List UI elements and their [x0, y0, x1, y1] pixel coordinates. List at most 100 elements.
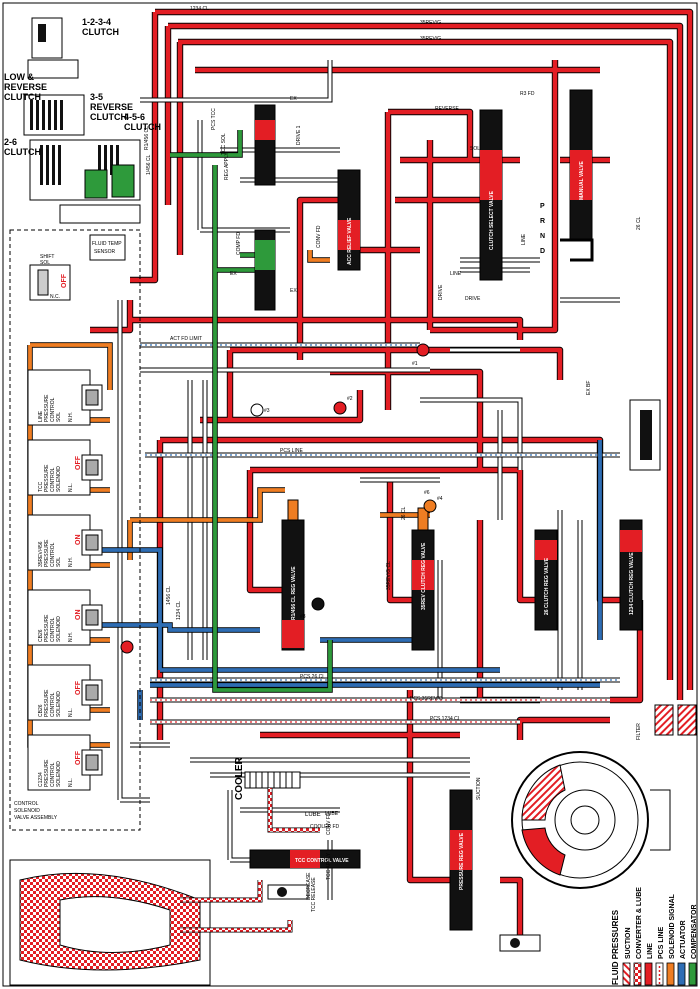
torque-converter — [9, 859, 293, 986]
line-tag: 35REV/G — [420, 36, 441, 42]
solenoid-state: OFF — [75, 680, 82, 695]
line-tag: TCC APPLY — [326, 852, 332, 880]
line-tag: DRIVE — [465, 296, 481, 302]
line-tag: PCS 35REV/G — [410, 696, 443, 702]
line-tag: EX — [290, 96, 297, 102]
line-tag: EX — [230, 271, 237, 277]
svg-text:COMPENSATOR: COMPENSATOR — [691, 904, 698, 959]
shift-sol-state: OFF — [61, 273, 68, 288]
default-regulator-valve — [629, 399, 661, 471]
line-tag: EX BF — [586, 381, 592, 395]
cooler — [244, 771, 320, 833]
legend-item: PCS LINE — [655, 926, 665, 986]
line-tag: FILTER — [636, 723, 642, 740]
line-tag: CONV FD — [316, 225, 322, 248]
legend-title: FLUID PRESSURES — [611, 909, 620, 985]
line-tag: COOLER FD — [310, 824, 340, 830]
prnd-label: P R N D — [540, 203, 547, 255]
valve-1234-clutch: 1234 CLUTCH REG VALVE — [619, 519, 643, 631]
control-solenoid-label: CONTROL SOLENOID VALVE ASSEMBLY — [14, 801, 58, 821]
solenoid-type: N.L. — [68, 483, 74, 492]
line-tag: PCS 1234 CL — [430, 716, 461, 722]
line-tag: PCS TCC — [211, 108, 217, 130]
fluid-temp-sensor — [89, 234, 126, 261]
line-tag: SUCTION — [476, 777, 482, 800]
solenoid-name: LINEPRESSURECONTROLSOL — [38, 394, 62, 422]
solenoid-state: ON — [75, 610, 82, 621]
compensator-circuits — [170, 130, 333, 693]
valve-r1-456-label: R1/456 CL REG VALVE — [291, 566, 297, 620]
tcc-control-label: TCC CONTROL VALVE — [295, 858, 349, 864]
line-tag: LINE — [450, 271, 462, 277]
cooler-label: COOLER — [234, 756, 245, 800]
legend-item: LINE — [644, 943, 654, 986]
line-tag: 1234 CL — [176, 601, 182, 620]
solenoid-name: 35REV/456PRESSURECONTROLSOL — [38, 539, 62, 567]
suction-filter — [654, 704, 674, 736]
solenoid-state: ON — [75, 535, 82, 546]
pressure-reg-valve: PRESSURE REG VALVE — [449, 789, 473, 931]
clutch-select-label: CLUTCH SELECT VALVE — [489, 190, 495, 250]
svg-text:ACTUATOR: ACTUATOR — [680, 920, 687, 959]
low-reverse-clutch-label: LOW & REVERSE CLUTCH — [4, 72, 50, 102]
solenoid-type: N.H. — [68, 557, 74, 567]
clutch-1234-label: 1-2-3-4 CLUTCH — [82, 17, 119, 37]
valve-26-label: 26 CLUTCH REG VALVE — [544, 557, 550, 615]
control-solenoid-assembly-outline — [9, 229, 141, 831]
fluid-pump — [511, 751, 671, 889]
release-blowoff-valve — [267, 884, 309, 900]
line-pressure-circuits — [90, 8, 694, 940]
line-tag: TCC RELEASE — [311, 877, 317, 912]
valve-35rev: 35REV CLUTCH REG VALVE — [411, 507, 435, 651]
solenoid-name: TCCPRESSURECONTROLSOLENOID — [38, 464, 62, 492]
solenoid-type: N.L. — [68, 778, 74, 787]
line-tag: REG APPLY — [224, 152, 230, 180]
manual-valve: MANUAL VALVE — [560, 89, 594, 262]
line-tag: CONV FD — [326, 812, 332, 835]
line-tag: PCS 26 CL — [300, 674, 325, 680]
line-tag: TCC SOL — [221, 133, 227, 155]
line-tag: 35REV/G CL — [386, 561, 392, 590]
comp-feed-reg-valve — [254, 229, 276, 311]
svg-text:CONVERTER & LUBE: CONVERTER & LUBE — [636, 887, 643, 959]
line-tag: LINE — [521, 233, 527, 245]
shift-solenoid — [29, 264, 71, 301]
legend-item: ACTUATOR — [677, 920, 687, 986]
manual-valve-label: MANUAL VALVE — [579, 160, 585, 200]
line-tag: SOL — [470, 146, 480, 152]
line-tag: EX — [290, 288, 297, 294]
sump-filter — [677, 704, 697, 736]
tcc-control-valve: TCC CONTROL VALVE — [249, 849, 361, 869]
line-tag: 26 CL — [401, 506, 407, 520]
solenoid-name: CB26PRESSURECONTROLSOLENOID — [38, 614, 62, 642]
line-tag: 35REV/G — [420, 20, 441, 26]
line-tag: 26 CL — [636, 216, 642, 230]
pressure-control-solenoid-3: 35REV/456PRESSURECONTROLSOL N.H. ON — [27, 514, 103, 571]
line-tag: 1456 CL — [166, 586, 172, 605]
line-tag: DRIVE 1 — [296, 125, 302, 145]
tcc-reg-apply-valve — [254, 104, 276, 186]
solenoid-type: N.H. — [68, 412, 74, 422]
clutch-26-label: 2-6 CLUTCH — [4, 137, 41, 157]
svg-text:SOLENOID SIGNAL: SOLENOID SIGNAL — [669, 893, 676, 959]
line-tag: PCS LINE — [280, 448, 303, 454]
lube-label: LUBE — [305, 812, 321, 818]
valve-35rev-label: 35REV CLUTCH REG VALVE — [421, 542, 427, 610]
solenoid-state: OFF — [75, 750, 82, 765]
clutch-select-valve: CLUTCH SELECT VALVE — [479, 109, 503, 281]
line-tag: R3 FD — [520, 91, 535, 97]
svg-text:PCS LINE: PCS LINE — [658, 926, 665, 959]
valve-r1-456: R1/456 CL REG VALVE — [281, 499, 305, 651]
line-overpressure-valve — [499, 934, 541, 952]
line-tag: COMP FD — [236, 232, 242, 255]
solenoid-name: CB26PRESSURECONTROLSOLENOID — [38, 689, 62, 717]
valve-26-clutch: 26 CLUTCH REG VALVE — [534, 529, 558, 631]
check-balls — [120, 343, 437, 654]
legend-item: CONVERTER & LUBE — [633, 887, 643, 986]
